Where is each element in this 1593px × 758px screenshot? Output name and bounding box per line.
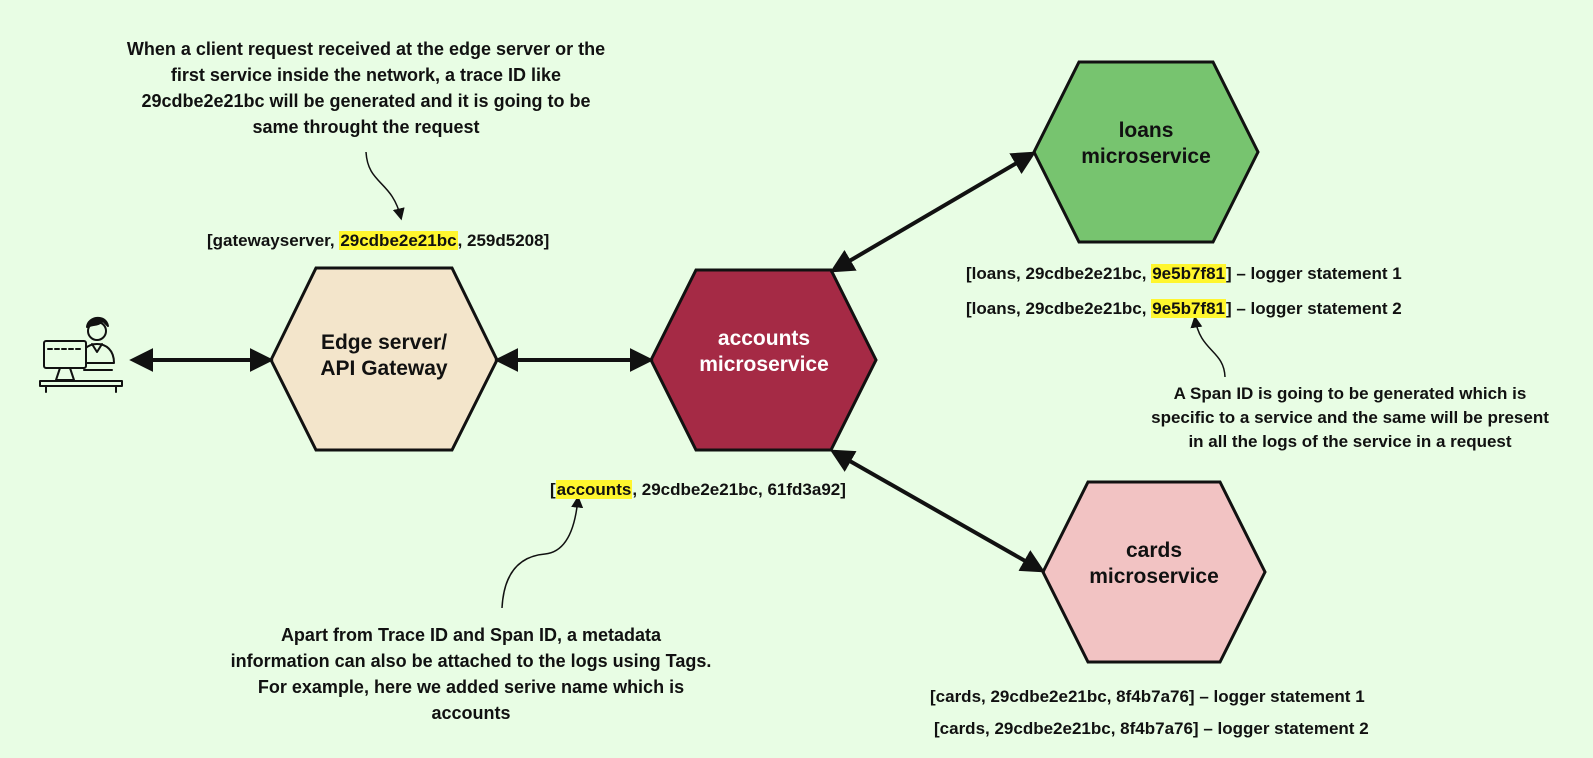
loans-label-line1: loans (1118, 119, 1174, 142)
accounts-loans-connector (829, 151, 1037, 273)
loans-log-line-2: [loans, 29cdbe2e21bc, 9e5b7f81] – logger… (966, 298, 1402, 320)
span-id-note-line1: A Span ID is going to be generated which… (1173, 384, 1527, 403)
loans-log-2-prefix: [loans, 29cdbe2e21bc, (966, 299, 1152, 318)
accounts-label: accounts microservice (676, 326, 852, 378)
cards-label-line2: microservice (1089, 565, 1219, 588)
span-id-note-line2: specific to a service and the same will … (1151, 408, 1549, 427)
cards-label-line1: cards (1125, 539, 1183, 562)
accounts-hexagon (649, 268, 878, 452)
edge-server-label-line2: API Gateway (320, 357, 448, 380)
trace-id-note: When a client request received at the ed… (96, 36, 636, 140)
loans-log-2-suffix: ] – logger statement 2 (1225, 299, 1402, 318)
tags-note-line3: For example, here we added serive name w… (257, 677, 685, 697)
edge-server-label-line1: Edge server/ (320, 331, 448, 354)
tags-note-line2: information can also be attached to the … (230, 651, 712, 671)
accounts-service-tag-highlight: accounts (555, 480, 633, 499)
trace-note-arrow (365, 151, 405, 221)
accounts-label-line2: microservice (699, 353, 829, 376)
cards-label: cards microservice (1066, 538, 1242, 590)
loans-label-line2: microservice (1081, 145, 1211, 168)
loans-hexagon (1032, 60, 1260, 244)
loans-log-1-span-highlight: 9e5b7f81 (1151, 264, 1226, 283)
gateway-log-prefix: [gatewayserver, (207, 231, 340, 250)
loans-log-1-suffix: ] – logger statement 1 (1225, 264, 1402, 283)
span-id-note: A Span ID is going to be generated which… (1130, 382, 1570, 454)
edge-server-label: Edge server/ API Gateway (296, 330, 472, 382)
loans-log-line-1: [loans, 29cdbe2e21bc, 9e5b7f81] – logger… (966, 263, 1402, 285)
span-id-note-line3: in all the logs of the service in a requ… (1188, 432, 1512, 451)
accounts-log-prefix: [ (550, 480, 556, 499)
tags-note-line4: accounts (431, 703, 511, 723)
loans-label: loans microservice (1058, 118, 1234, 170)
accounts-log-line: [accounts, 29cdbe2e21bc, 61fd3a92] (550, 479, 846, 501)
accounts-cards-connector (829, 449, 1046, 573)
cards-hexagon (1041, 480, 1267, 664)
loans-log-2-span-highlight: 9e5b7f81 (1151, 299, 1226, 318)
trace-id-note-line3: 29cdbe2e21bc will be generated and it is… (141, 91, 591, 111)
accounts-label-line1: accounts (717, 327, 811, 350)
gateway-log-suffix: , 259d5208] (457, 231, 550, 250)
user-at-computer-icon (39, 316, 123, 393)
tags-note-line1: Apart from Trace ID and Span ID, a metad… (280, 625, 662, 645)
span-note-arrow (1190, 315, 1226, 378)
trace-id-note-line2: first service inside the network, a trac… (170, 65, 562, 85)
cards-log-line-2: [cards, 29cdbe2e21bc, 8f4b7a76] – logger… (934, 719, 1369, 738)
gateway-log-line: [gatewayserver, 29cdbe2e21bc, 259d5208] (207, 230, 549, 252)
tags-note-arrow (501, 495, 584, 609)
accounts-log-suffix: , 29cdbe2e21bc, 61fd3a92] (632, 480, 846, 499)
tags-note: Apart from Trace ID and Span ID, a metad… (211, 622, 731, 726)
gateway-trace-id-highlight: 29cdbe2e21bc (339, 231, 458, 250)
trace-id-note-line4: same throught the request (252, 117, 480, 137)
loans-log-1-prefix: [loans, 29cdbe2e21bc, (966, 264, 1152, 283)
trace-id-note-line1: When a client request received at the ed… (126, 39, 606, 59)
cards-log-line-1: [cards, 29cdbe2e21bc, 8f4b7a76] – logger… (930, 687, 1365, 706)
